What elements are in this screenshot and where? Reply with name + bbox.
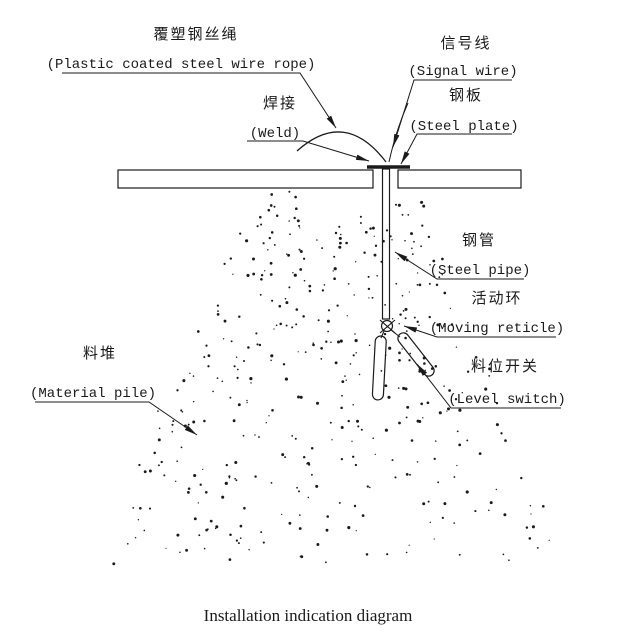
label-signal-en: (Signal wire) xyxy=(408,64,517,80)
leader-rope xyxy=(62,72,337,129)
label-rope-en: (Plastic coated steel wire rope) xyxy=(47,57,316,73)
leader-weld xyxy=(247,140,370,162)
label-weld-cn: 焊接 xyxy=(263,94,297,112)
label-weld-en: (Weld) xyxy=(250,126,300,142)
signal-wire-line xyxy=(388,102,409,163)
leader-signal-wire xyxy=(392,79,512,148)
steel-pipe xyxy=(381,168,391,320)
label-ring-en: (Moving reticle) xyxy=(430,321,564,337)
label-plate-cn: 钢板 xyxy=(449,86,483,104)
label-plate-en: (Steel plate) xyxy=(409,119,518,135)
leader-moving-reticle xyxy=(403,325,556,338)
level-switch-paddle-diagonal xyxy=(397,332,435,377)
wire-rope-curve xyxy=(296,131,387,163)
level-switch-paddle-vertical xyxy=(371,335,387,401)
label-pipe-cn: 钢管 xyxy=(462,231,496,249)
leader-level-switch xyxy=(416,363,561,409)
label-signal-cn: 信号线 xyxy=(440,34,491,52)
label-pipe-en: (Steel pipe) xyxy=(430,263,531,279)
ceiling-slab-right xyxy=(397,169,522,189)
leader-material-pile xyxy=(35,401,198,436)
label-ring-cn: 活动环 xyxy=(471,289,522,307)
label-pile-en: (Material pile) xyxy=(30,386,156,402)
diagram-title: Installation indication diagram xyxy=(204,606,413,625)
label-pile-cn: 料堆 xyxy=(83,344,117,362)
material-pile-dots xyxy=(112,190,550,566)
label-switch-en: (Level switch) xyxy=(448,392,566,408)
label-rope-cn: 覆塑钢丝绳 xyxy=(153,25,238,43)
moving-ring xyxy=(379,319,401,339)
ceiling-slab-left xyxy=(117,169,374,189)
label-switch-cn: 料位开关 xyxy=(471,357,539,375)
leader-steel-pipe xyxy=(394,251,524,280)
leader-steel-plate xyxy=(400,133,512,165)
